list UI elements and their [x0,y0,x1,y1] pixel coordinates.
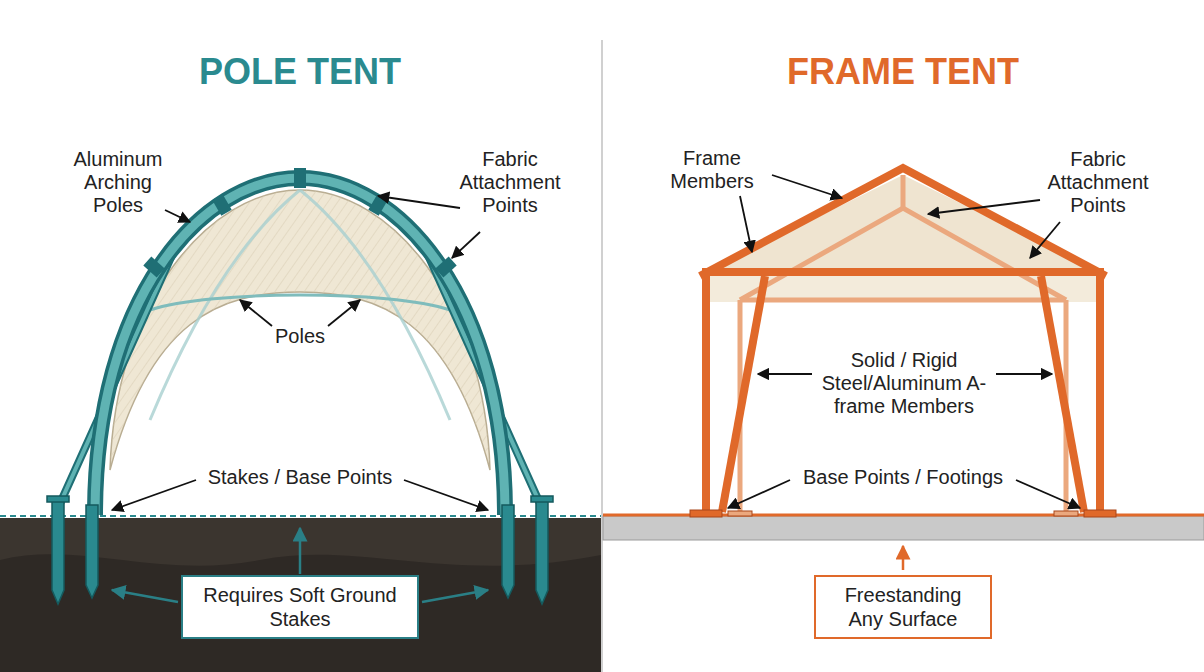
label-text: Aluminum Arching Poles [74,148,163,216]
callout-label: Base Points / Footings [783,466,1023,489]
frame-member [700,168,1106,515]
label-text: Stakes / Base Points [208,466,393,488]
guy-pole [58,255,542,508]
panel-title: POLE TENT [100,51,500,92]
note-box: Freestanding Any Surface [814,575,992,639]
callout-label: Fabric Attachment Points [450,148,570,217]
label-text: Poles [275,325,325,347]
box-text: Requires Soft Ground Stakes [195,583,405,631]
callout-label: Aluminum Arching Poles [63,148,173,217]
label-text: Frame Members [670,147,753,192]
label-text: POLE TENT [199,51,401,92]
pole-tent-fabric [110,190,490,470]
panel-title: FRAME TENT [703,51,1103,92]
label-text: Fabric Attachment Points [459,148,560,216]
panel-divider [601,40,603,672]
arching-pole [95,168,505,515]
callout-label: Poles [250,325,350,348]
label-text: Solid / Rigid Steel/Aluminum A-frame Mem… [822,349,987,417]
box-text: Freestanding Any Surface [828,583,978,631]
note-box: Requires Soft Ground Stakes [181,575,419,639]
leader-line [728,175,1080,508]
callout-label: Fabric Attachment Points [1038,148,1158,217]
floor-slab [603,515,1204,540]
label-text: FRAME TENT [787,51,1019,92]
box-arrow [902,546,905,570]
callout-label: Frame Members [657,147,767,193]
label-text: Base Points / Footings [803,466,1003,488]
leader-line [112,196,488,510]
label-text: Fabric Attachment Points [1047,148,1148,216]
base-footing [690,510,1116,517]
callout-label: Stakes / Base Points [190,466,410,489]
callout-label: Solid / Rigid Steel/Aluminum A-frame Mem… [816,349,992,418]
